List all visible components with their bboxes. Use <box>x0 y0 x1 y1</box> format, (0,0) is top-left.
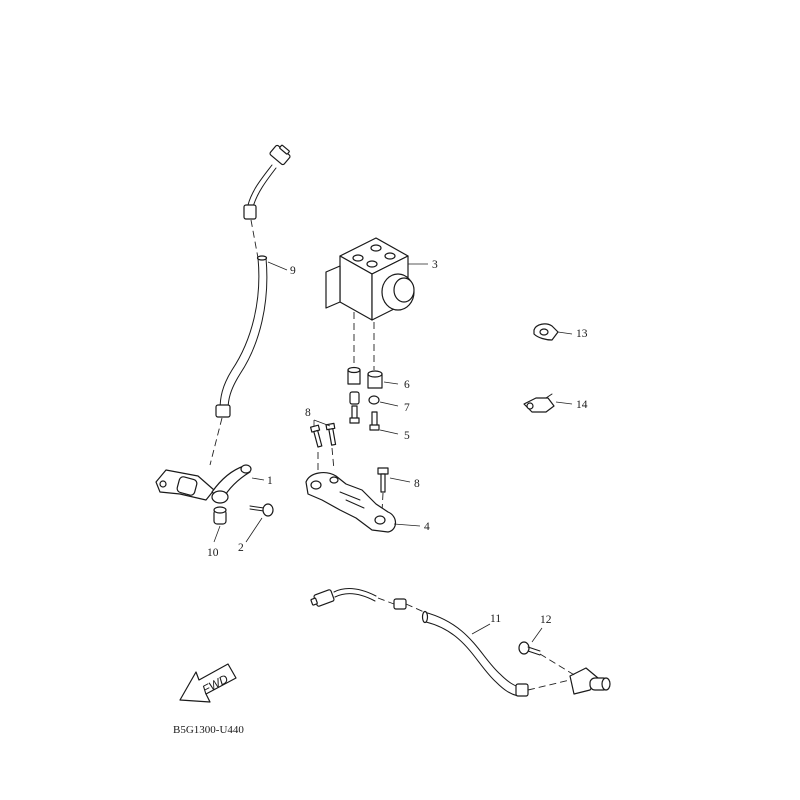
callout-12: 12 <box>540 614 552 626</box>
part-6-damper[interactable] <box>347 366 383 389</box>
diagram-code: B5G1300-U440 <box>173 724 244 736</box>
callout-8-right: 8 <box>414 478 420 490</box>
callout-3: 3 <box>432 259 438 271</box>
callout-13: 13 <box>576 328 588 340</box>
part-2-bolt[interactable] <box>249 503 274 517</box>
part-10-collar[interactable] <box>213 506 227 525</box>
callout-2: 2 <box>238 542 244 554</box>
callout-10: 10 <box>207 547 219 559</box>
callout-4: 4 <box>424 521 430 533</box>
callout-6: 6 <box>404 379 410 391</box>
part-13-clamp[interactable] <box>533 323 559 341</box>
callout-8-left: 8 <box>305 407 311 419</box>
fwd-arrow-icon: FWD <box>179 663 237 703</box>
part-1-front-sensor[interactable] <box>155 464 252 504</box>
part-11-rear-sensor-lead[interactable] <box>310 588 611 697</box>
part-3-hydraulic-unit[interactable] <box>325 237 415 321</box>
callout-9: 9 <box>290 265 296 277</box>
part-14-clamp[interactable] <box>523 393 555 413</box>
part-5-bolt[interactable] <box>349 405 380 431</box>
part-12-bolt[interactable] <box>518 641 541 656</box>
callout-7: 7 <box>404 402 410 414</box>
part-7-collar[interactable] <box>349 391 380 405</box>
callout-14: 14 <box>576 399 588 411</box>
callout-11: 11 <box>490 613 501 625</box>
part-8-bolt-right[interactable] <box>377 467 389 493</box>
part-9-sensor-lead[interactable] <box>209 142 293 466</box>
part-8-bolt-pair[interactable] <box>309 422 338 448</box>
callout-1: 1 <box>267 475 273 487</box>
callout-5: 5 <box>404 430 410 442</box>
part-4-bracket[interactable] <box>305 472 397 533</box>
